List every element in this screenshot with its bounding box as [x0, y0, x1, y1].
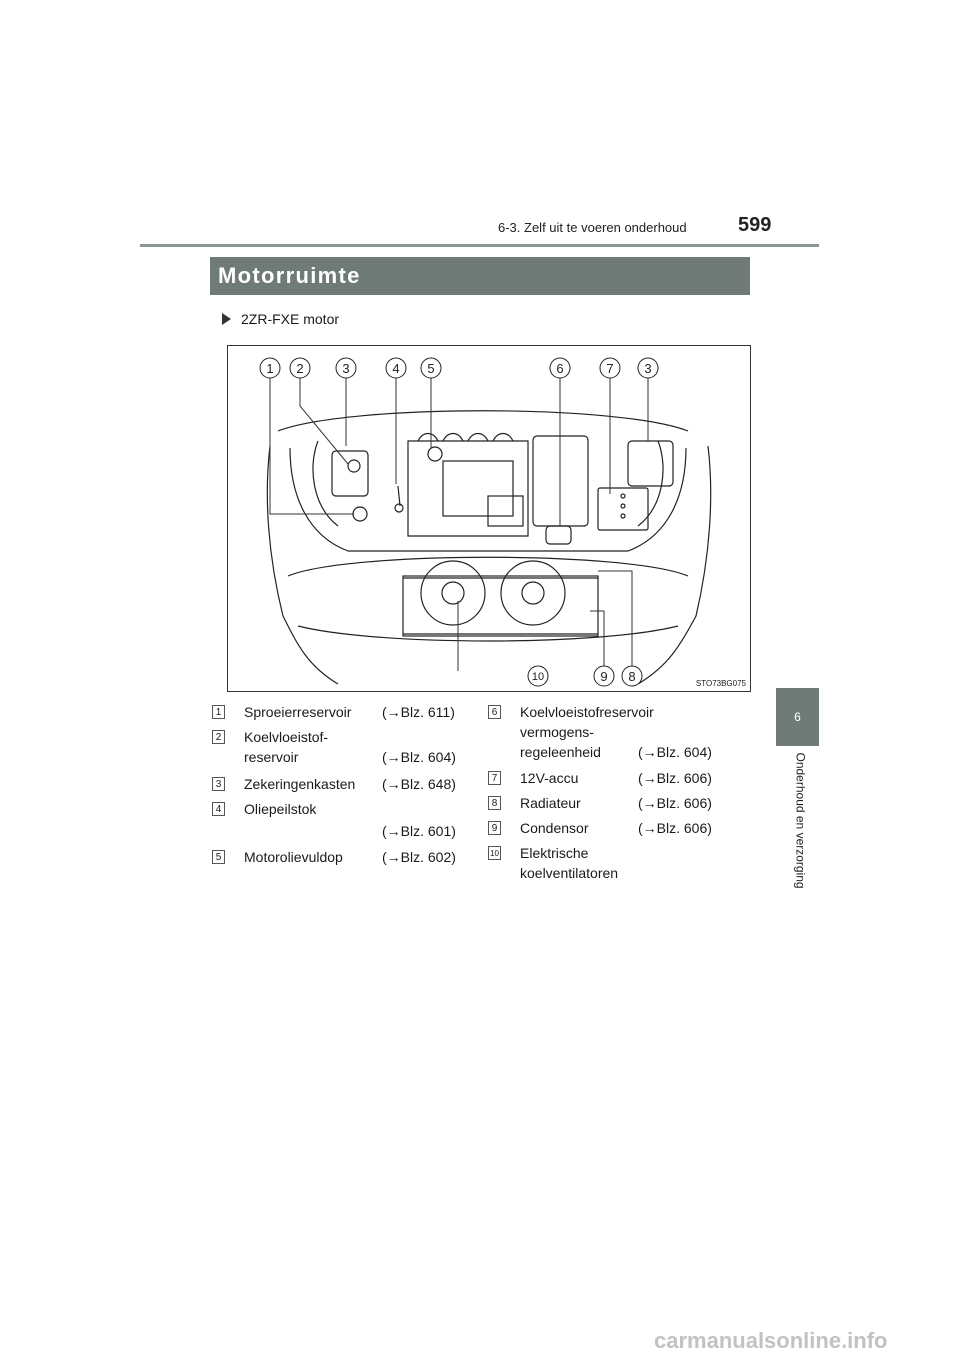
item-label: Koelvloeistofreservoir [520, 704, 654, 720]
page-reference: (→Blz. 604) [638, 744, 712, 760]
svg-text:4: 4 [392, 361, 399, 376]
watermark: carmanualsonline.info [654, 1328, 888, 1353]
svg-text:8: 8 [628, 669, 635, 684]
svg-text:10: 10 [532, 671, 544, 683]
section-title-bar: Motorruimte [210, 257, 750, 295]
item-label: Koelvloeistof- [244, 729, 329, 745]
chapter-tab: 6 [776, 688, 819, 746]
page-reference: (→Blz. 606) [638, 770, 712, 786]
page-reference: (→Blz. 611) [382, 704, 455, 720]
callout-6: 6 [549, 357, 571, 379]
callout-3b: 3 [637, 357, 659, 379]
svg-text:6: 6 [556, 361, 563, 376]
item-number-badge: 2 [212, 730, 225, 744]
svg-text:3: 3 [644, 361, 651, 376]
svg-text:9: 9 [600, 669, 607, 684]
section-title: Motorruimte [218, 263, 361, 288]
callout-4: 4 [385, 357, 407, 379]
triangle-bullet-icon [222, 313, 231, 325]
item-label: Zekeringenkasten [244, 776, 356, 792]
callout-1: 1 [259, 357, 281, 379]
section-header: 6-3. Zelf uit te voeren onderhoud [498, 220, 687, 235]
item-label: Radiateur [520, 795, 581, 811]
figure-code: STO73BG075 [695, 679, 746, 688]
page-reference: (→Blz. 601) [382, 823, 456, 839]
item-number-badge: 6 [488, 705, 501, 719]
item-label: Elektrische [520, 845, 589, 861]
callout-9: 9 [593, 665, 615, 687]
engine-bay-illustration: 1 2 3 4 5 6 7 3 10 9 8 STO73BG075 [227, 345, 751, 692]
item-label: Condensor [520, 820, 589, 836]
page-reference: (→Blz. 606) [638, 820, 712, 836]
item-number-badge: 8 [488, 796, 501, 810]
item-number-badge: 4 [212, 802, 225, 816]
engine-subtitle-text: 2ZR-FXE motor [241, 311, 340, 327]
callout-7: 7 [599, 357, 621, 379]
item-label-line2: vermogens- [520, 724, 594, 740]
item-label-line2: koelventilatoren [520, 865, 619, 881]
chapter-tab-label: Onderhoud en verzorging [793, 752, 808, 889]
item-number-badge: 3 [212, 777, 225, 791]
item-label: 12V-accu [520, 770, 579, 786]
svg-text:2: 2 [296, 361, 303, 376]
item-label-line2: reservoir [244, 749, 299, 765]
page-number: 599 [738, 214, 772, 236]
item-label: Sproeierreservoir [244, 704, 352, 720]
svg-text:5: 5 [427, 361, 434, 376]
item-number-badge: 10 [488, 846, 501, 860]
svg-text:7: 7 [606, 361, 613, 376]
item-number-badge: 9 [488, 821, 501, 835]
item-number-badge: 5 [212, 850, 225, 864]
item-label-line3: regeleenheid [520, 744, 601, 760]
page-reference: (→Blz. 604) [382, 749, 456, 765]
engine-bay-drawing: 1 2 3 4 5 6 7 3 10 9 8 [259, 357, 712, 687]
page-reference: (→Blz. 648) [382, 776, 456, 792]
page-reference: (→Blz. 606) [638, 795, 712, 811]
callout-5: 5 [420, 357, 442, 379]
page-reference: (→Blz. 602) [382, 849, 456, 865]
item-number-badge: 7 [488, 771, 501, 785]
item-label: Oliepeilstok [244, 801, 317, 817]
engine-subtitle: 2ZR-FXE motor [222, 311, 339, 327]
item-number-badge: 1 [212, 705, 225, 719]
callout-8: 8 [621, 665, 643, 687]
svg-text:1: 1 [266, 361, 273, 376]
svg-text:3: 3 [342, 361, 349, 376]
callout-2: 2 [289, 357, 311, 379]
item-label: Motorolievuldop [244, 849, 343, 865]
header-rule [140, 244, 819, 247]
callout-10: 10 [527, 665, 549, 687]
callout-3: 3 [335, 357, 357, 379]
